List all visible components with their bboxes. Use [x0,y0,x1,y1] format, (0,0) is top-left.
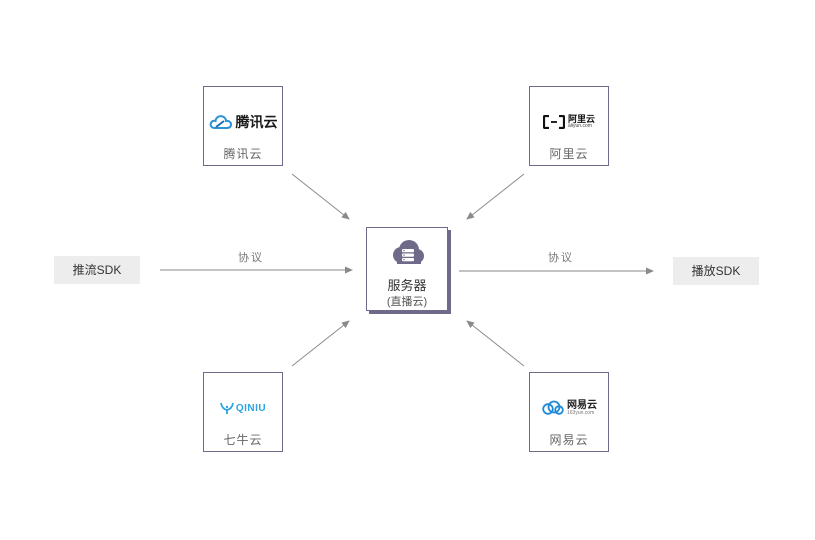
aliyun-logo-domain: aliyun.com [567,123,592,129]
push-sdk-node: 推流SDK [54,256,140,284]
arrow-aliyun-to-server [466,173,525,220]
provider-aliyun: 阿里云 aliyun.com 阿里云 [529,86,609,166]
aliyun-logo-text: 阿里云 [567,114,595,124]
tencent-logo-text: 腾讯云 [235,114,278,130]
tencent-logo: 腾讯云 [204,109,282,135]
qiniu-label: 七牛云 [223,433,263,447]
qiniu-bull-icon [219,402,234,414]
provider-tencent: 腾讯云 腾讯云 [203,86,283,166]
netease-logo: 网易云 163yun.com [530,395,608,421]
protocol-label-left: 协议 [238,252,264,264]
provider-qiniu: QINIU 七牛云 [203,372,283,452]
server-node: 服务器 (直播云) [366,227,448,311]
qiniu-logo-text: QINIU [235,402,267,414]
cloud-server-icon [393,240,424,264]
qiniu-logo: QINIU [204,395,282,421]
netease-logo-text: 网易云 [567,399,597,411]
aliyun-bracket-icon [542,115,565,129]
protocol-label-right: 协议 [548,252,574,264]
arrow-qiniu-to-server [291,320,350,367]
tencent-label: 腾讯云 [223,147,263,161]
server-subtitle: (直播云) [386,296,428,308]
provider-netease: 网易云 163yun.com 网易云 [529,372,609,452]
aliyun-label: 阿里云 [549,147,589,161]
netease-cloud-icon [542,400,564,415]
netease-logo-domain: 163yun.com [567,409,595,416]
server-title: 服务器 [387,278,427,293]
aliyun-logo: 阿里云 aliyun.com [530,109,608,135]
tencent-cloud-icon [209,115,232,129]
play-sdk-node: 播放SDK [673,257,759,285]
arrow-tencent-to-server [291,173,350,220]
arrow-netease-to-server [466,320,525,367]
netease-label: 网易云 [549,433,589,447]
